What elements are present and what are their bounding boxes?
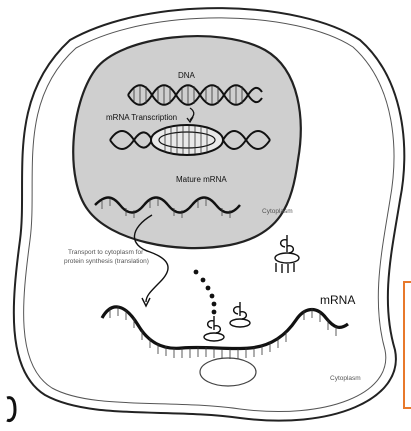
- dna-label: DNA: [178, 71, 196, 80]
- partial-glyph-edge: [7, 398, 15, 421]
- transport-label-line1: Transport to cytoplasm for: [68, 249, 144, 256]
- bound-trna-left: [204, 316, 224, 341]
- amino-acid-chain: [194, 270, 217, 315]
- bound-trna-right: [230, 302, 250, 327]
- mrna-transcription-label: mRNA Transcription: [106, 113, 177, 122]
- mature-mrna-label: Mature mRNA: [176, 175, 227, 184]
- free-trna: [275, 235, 299, 273]
- ribosome-small-subunit: [200, 358, 256, 386]
- cytoplasm-mrna-strand: [102, 306, 348, 359]
- cytoplasm-label-bottom: Cytoplasm: [330, 375, 361, 382]
- cytoplasm-label-top: Cytoplasm: [262, 208, 293, 215]
- mrna-cytoplasm-label: mRNA: [320, 293, 355, 307]
- transport-label-line2: protein synthesis (translation): [64, 258, 149, 265]
- accent-frame-edge: [404, 282, 411, 408]
